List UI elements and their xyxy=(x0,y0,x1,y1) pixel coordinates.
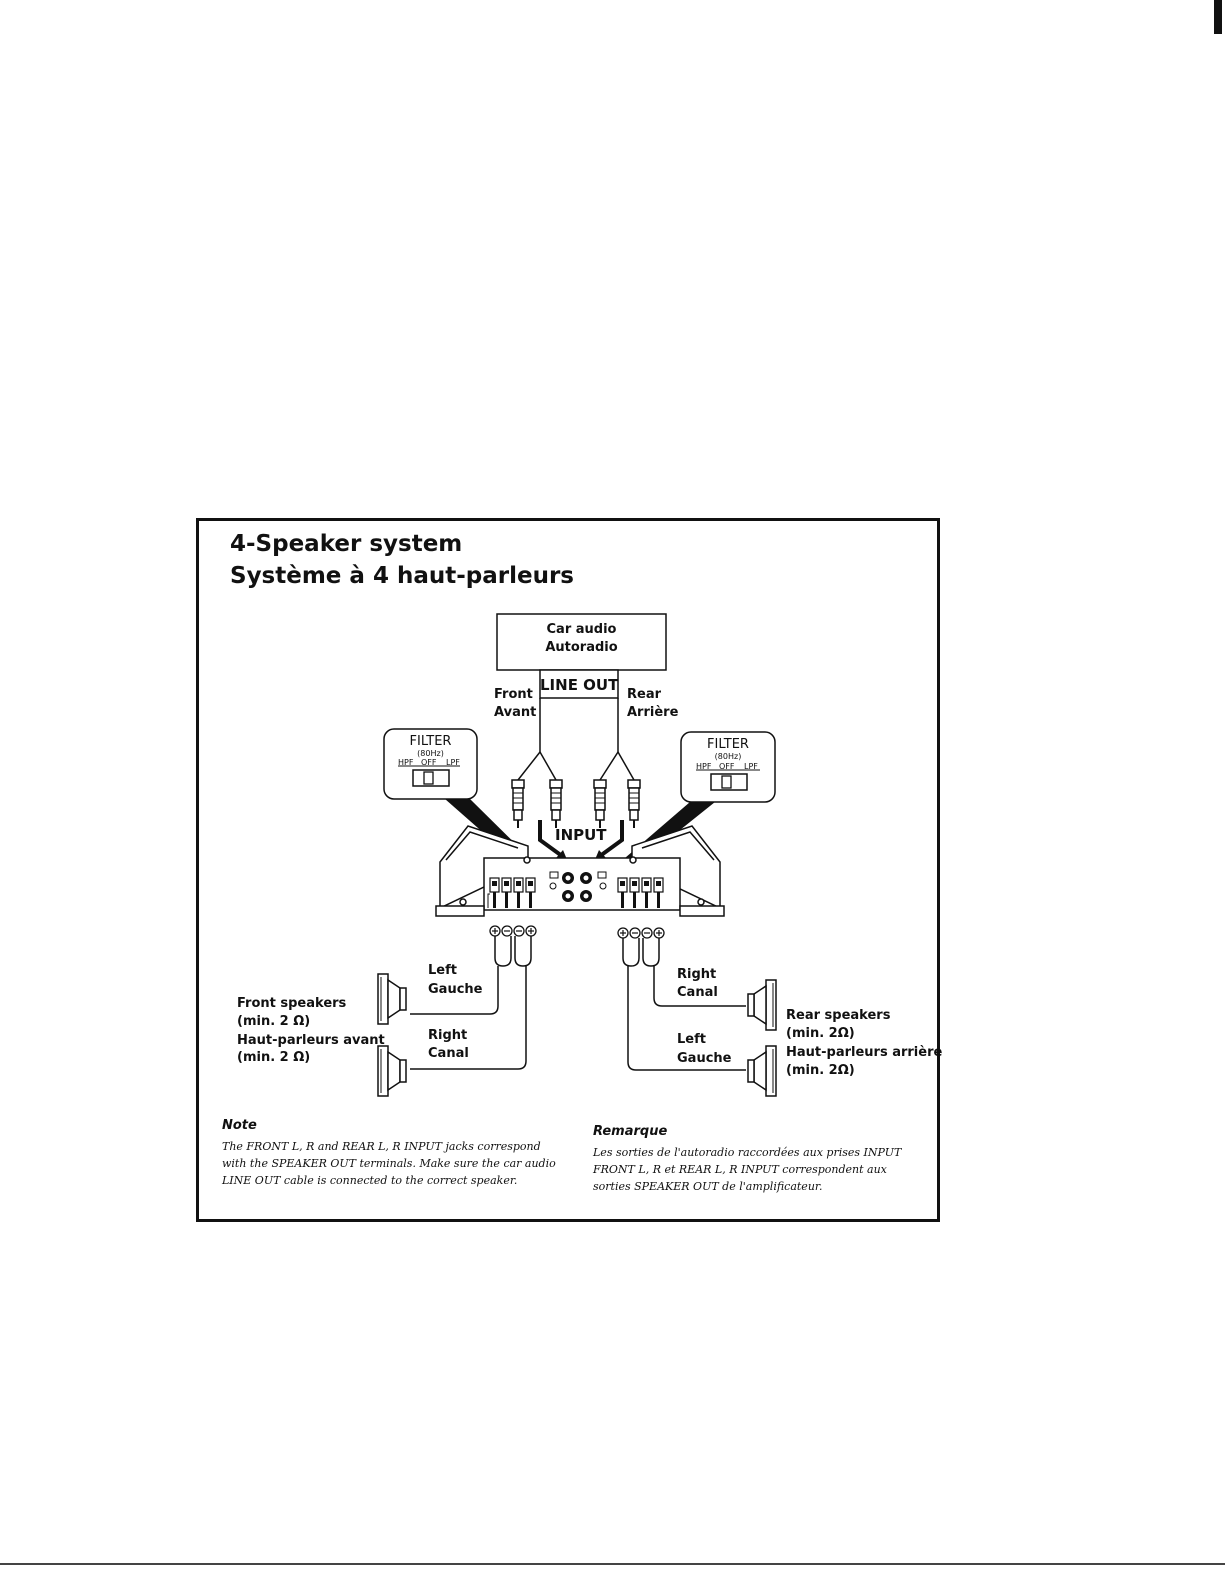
head-unit-label-fr: Autoradio xyxy=(545,640,618,655)
rear-right-label-fr: Canal xyxy=(677,985,718,1000)
rear-speakers-impedance: (min. 2Ω) xyxy=(786,1026,855,1041)
front-speakers-impedance-fr: (min. 2 Ω) xyxy=(237,1050,311,1065)
line-out-label: LINE OUT xyxy=(540,676,619,694)
rear-speakers-impedance-fr: (min. 2Ω) xyxy=(786,1063,855,1078)
filter-lpf-right: LPF xyxy=(744,762,758,771)
diagram-panel xyxy=(196,518,940,1222)
title-english: 4-Speaker system xyxy=(230,531,463,557)
rca-plug-rear-right xyxy=(627,779,641,829)
line-out-box xyxy=(539,669,619,699)
filter-hpf-left: HPF xyxy=(398,758,414,767)
note-text: The FRONT L, R and REAR L, R INPUT jacks… xyxy=(222,1140,556,1187)
rear-left-label-fr: Gauche xyxy=(677,1051,732,1066)
front-right-speaker xyxy=(377,1045,407,1097)
rear-right-speaker xyxy=(747,979,777,1031)
remarque-heading: Remarque xyxy=(593,1124,668,1139)
rear-speakers-label-fr: Haut-parleurs arrière xyxy=(786,1045,943,1060)
front-left-label: Left xyxy=(428,963,457,978)
rear-left-speaker xyxy=(747,1045,777,1097)
rear-speakers-label: Rear speakers xyxy=(786,1008,891,1023)
filter-off-left: OFF xyxy=(421,758,437,767)
note-heading: Note xyxy=(222,1118,257,1133)
front-label-fr: Avant xyxy=(494,705,537,720)
filter-hpf-right: HPF xyxy=(696,762,712,771)
filter-title-right: FILTER xyxy=(707,737,749,752)
rear-label: Rear xyxy=(627,687,662,702)
filter-title-left: FILTER xyxy=(409,734,452,749)
rca-plug-front-left xyxy=(511,779,525,829)
head-unit-box xyxy=(496,613,667,671)
front-right-label: Right xyxy=(428,1028,468,1043)
rca-plug-front-right xyxy=(549,779,563,829)
input-label: INPUT xyxy=(555,826,607,844)
amplifier xyxy=(435,825,725,917)
filter-callout-left xyxy=(383,728,478,800)
filter-off-right: OFF xyxy=(719,762,735,771)
front-left-speaker xyxy=(377,973,407,1025)
front-speakers-label-fr: Haut-parleurs avant xyxy=(237,1033,385,1048)
page-edge-mark xyxy=(1214,0,1222,34)
filter-freq-left: (80Hz) xyxy=(417,749,444,758)
title-french: Système à 4 haut-parleurs xyxy=(230,563,574,589)
filter-callout-right xyxy=(680,731,776,803)
rca-plug-rear-left xyxy=(593,779,607,829)
front-right-label-fr: Canal xyxy=(428,1046,469,1061)
rear-label-fr: Arrière xyxy=(627,705,679,720)
head-unit-label: Car audio xyxy=(546,622,617,637)
front-label: Front xyxy=(494,687,533,702)
filter-freq-right: (80Hz) xyxy=(714,752,742,761)
front-speakers-label: Front speakers xyxy=(237,996,347,1011)
page-bottom-rule xyxy=(0,1563,1225,1565)
front-speakers-impedance: (min. 2 Ω) xyxy=(237,1014,311,1029)
rear-left-label: Left xyxy=(677,1032,706,1047)
filter-lpf-left: LPF xyxy=(446,758,460,767)
rear-right-label: Right xyxy=(677,967,717,982)
front-left-label-fr: Gauche xyxy=(428,982,483,997)
remarque-text: Les sorties de l'autoradio raccordées au… xyxy=(593,1146,902,1193)
